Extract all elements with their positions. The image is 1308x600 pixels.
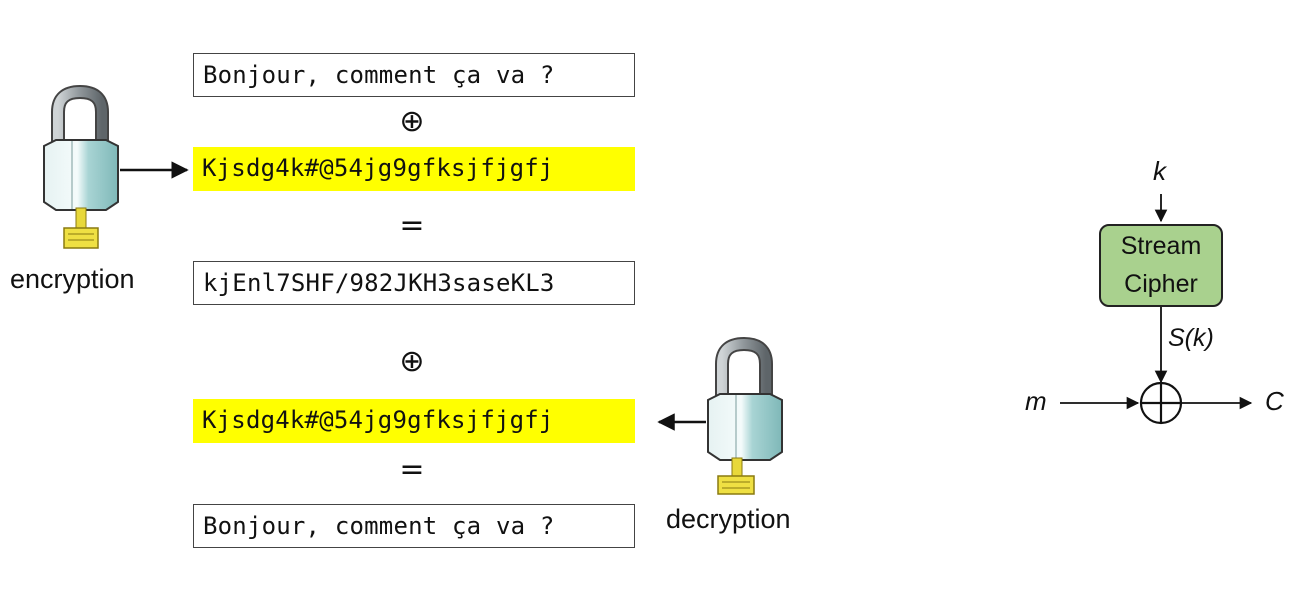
encryption-key-box: Kjsdg4k#@54jg9gfksjfjgfj xyxy=(193,147,635,191)
encryption-lock-icon xyxy=(43,84,119,211)
xor-operator: ⊕ xyxy=(399,104,425,139)
keystream-label: S(k) xyxy=(1168,324,1214,352)
decryption-key-icon xyxy=(717,457,755,495)
encryption-plaintext-box: Bonjour, comment ça va ? xyxy=(193,53,635,97)
ciphertext-label: C xyxy=(1265,386,1284,416)
stream-cipher-block: Stream Cipher xyxy=(1099,224,1223,307)
encryption-key-icon xyxy=(63,207,99,249)
decryption-key-box: Kjsdg4k#@54jg9gfksjfjgfj xyxy=(193,399,635,443)
equals-operator: = xyxy=(399,452,425,487)
equals-operator: = xyxy=(399,208,425,243)
xor-icon xyxy=(1139,381,1183,425)
key-label: k xyxy=(1153,156,1166,186)
message-label: m xyxy=(1025,386,1047,416)
decryption-lock-icon xyxy=(707,336,783,461)
ciphertext-box: kjEnl7SHF/982JKH3saseKL3 xyxy=(193,261,635,305)
xor-operator: ⊕ xyxy=(399,344,425,379)
encryption-label: encryption xyxy=(10,264,135,294)
stream-cipher-line2: Cipher xyxy=(1124,269,1198,298)
decrypted-plaintext-box: Bonjour, comment ça va ? xyxy=(193,504,635,548)
decryption-label: decryption xyxy=(666,504,791,534)
stream-cipher-line1: Stream xyxy=(1120,232,1202,260)
